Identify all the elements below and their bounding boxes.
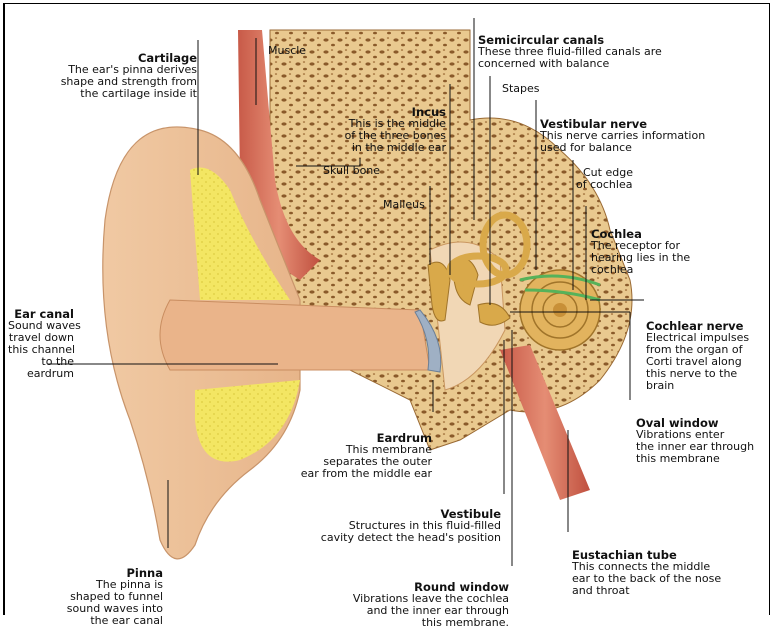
label-malleus-title: Malleus: [383, 198, 425, 211]
label-cartilage-line: the cartilage inside it: [80, 87, 197, 100]
label-cochlea-line: cochlea: [591, 263, 633, 276]
cartilage-fat-lower: [195, 380, 300, 462]
label-semicircular-line: concerned with balance: [478, 57, 609, 70]
label-vestibular-line: used for balance: [540, 141, 632, 154]
label-oval-window-line: this membrane: [636, 452, 720, 465]
label-eardrum-line: ear from the middle ear: [301, 467, 432, 480]
label-cut-edge-line: of cochlea: [576, 178, 632, 191]
label-skull-bone-title: Skull bone: [323, 164, 380, 177]
label-vestibule-line: cavity detect the head's position: [321, 531, 501, 544]
label-skull-bone: Skull bone: [316, 153, 380, 177]
label-stapes-title: Stapes: [502, 82, 540, 95]
label-malleus: Malleus: [376, 187, 425, 211]
label-muscle: Muscle: [261, 33, 306, 57]
label-stapes: Stapes: [495, 71, 540, 95]
label-ear-canal-line: eardrum: [27, 367, 74, 380]
label-muscle-title: Muscle: [268, 44, 306, 57]
label-cochlear-nerve-line: brain: [646, 379, 674, 392]
label-eustachian-line: and throat: [572, 584, 630, 597]
label-pinna-line: the ear canal: [90, 614, 163, 627]
ear-canal-shape: [160, 300, 430, 370]
